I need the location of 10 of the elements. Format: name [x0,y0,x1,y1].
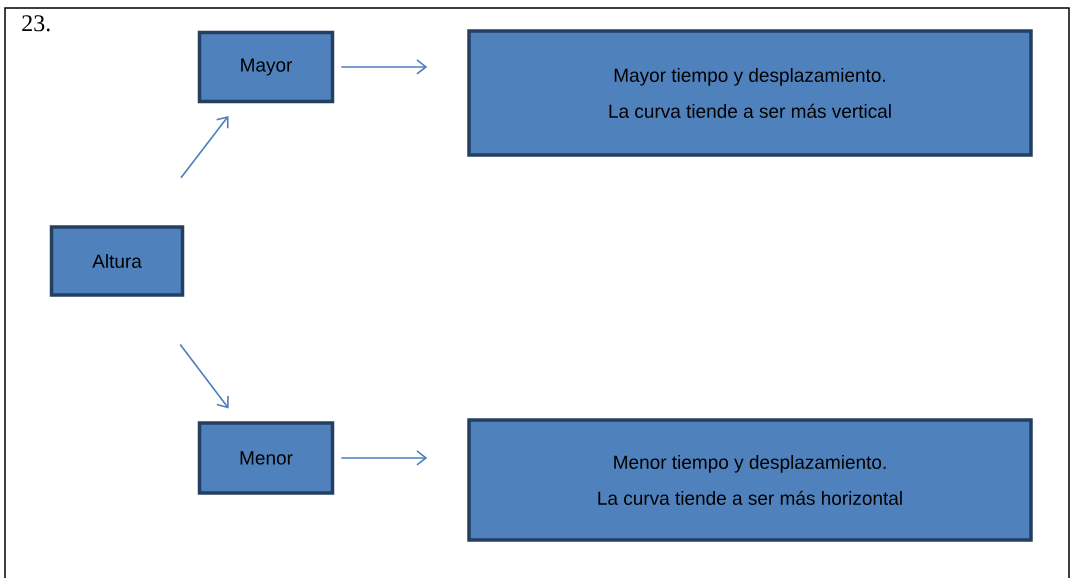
process-box: Menor [197,421,335,495]
arrow [180,115,229,179]
figure-number: 23. [22,15,50,32]
result-box: Menor tiempo y desplazamiento. La curva tiende a ser más horizontal [467,418,1033,542]
result-box: Mayor tiempo y desplazamiento. La curva tiende a ser más vertical [467,29,1033,157]
arrow [179,343,229,409]
arrow [340,59,428,75]
process-box: Mayor [197,30,335,104]
arrow [340,450,428,466]
process-box: Altura [49,225,185,297]
